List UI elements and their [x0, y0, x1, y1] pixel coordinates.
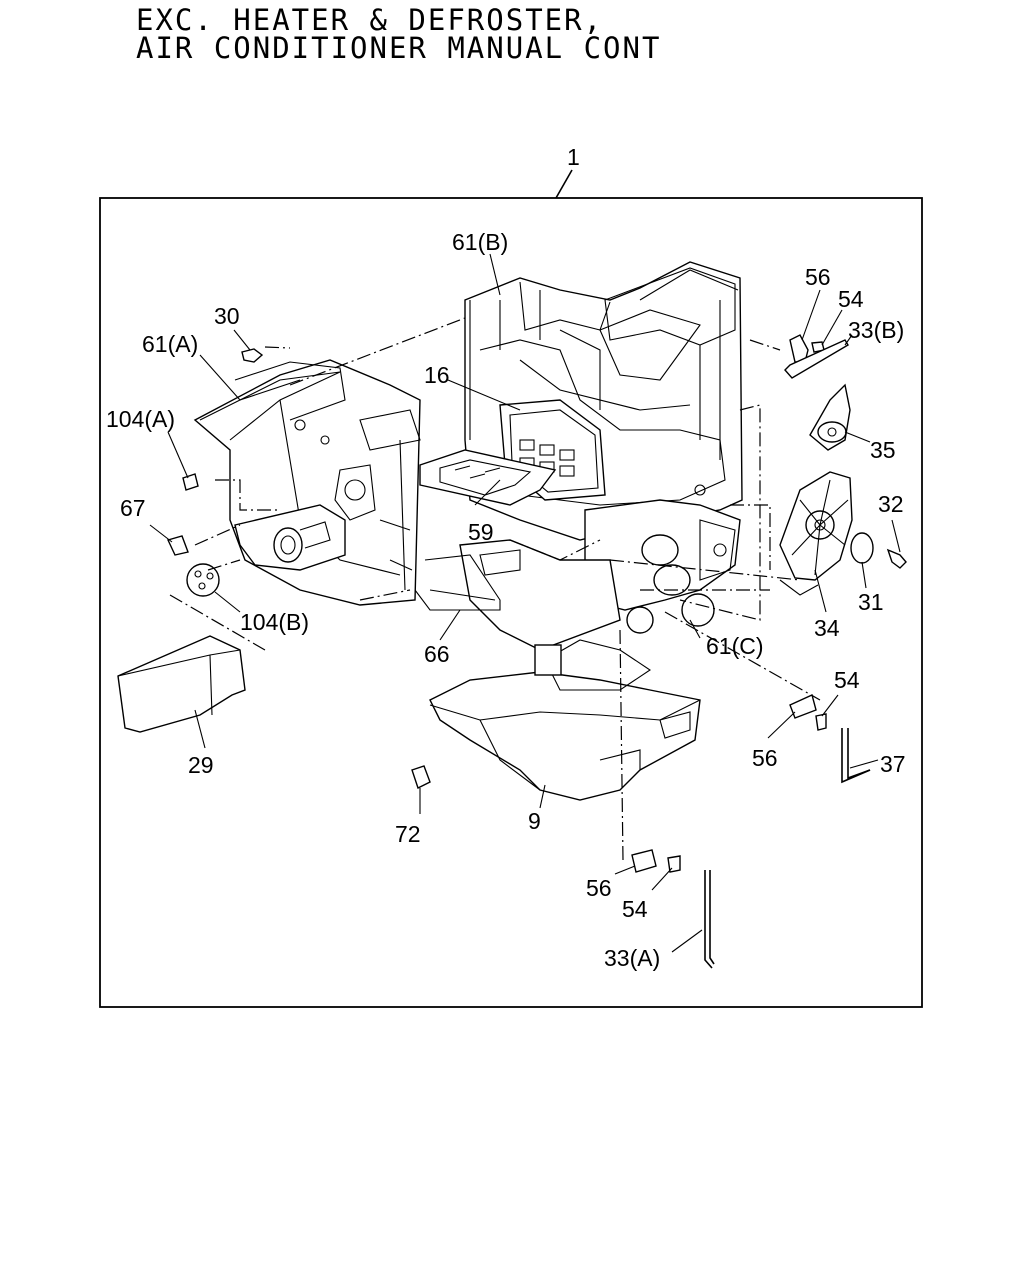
- label-34: 34: [814, 615, 840, 641]
- part-30-screw: [241, 348, 264, 363]
- label-59: 59: [468, 519, 494, 545]
- label-56-top: 56: [805, 264, 831, 290]
- part-37-rod: [841, 728, 871, 784]
- part-56-54-upper: [784, 334, 849, 379]
- label-16: 16: [424, 362, 450, 388]
- label-1: 1: [567, 144, 580, 170]
- label-104a: 104(A): [106, 406, 175, 432]
- label-31: 31: [858, 589, 884, 615]
- label-37: 37: [880, 751, 906, 777]
- part-33a-rod: [704, 870, 715, 969]
- part-56-54-right: [789, 694, 827, 731]
- label-9: 9: [528, 808, 541, 834]
- part-56-54-lower: [631, 849, 681, 873]
- part-104a-bushing: [182, 473, 199, 491]
- leader-lines: [149, 253, 901, 953]
- label-54-bottom: 54: [622, 896, 648, 922]
- part-59-panel: [419, 449, 557, 506]
- part-31-washer: [850, 532, 874, 564]
- assembly-lines: [169, 317, 821, 861]
- label-54-right: 54: [834, 667, 860, 693]
- label-61a: 61(A): [142, 331, 198, 357]
- label-67: 67: [120, 495, 146, 521]
- title-line-1: EXC. HEATER & DEFROSTER,: [136, 3, 604, 37]
- label-61b: 61(B): [452, 229, 508, 255]
- label-61c: 61(C): [706, 633, 764, 659]
- label-104b: 104(B): [240, 609, 309, 635]
- part-9-lower-case: [429, 639, 701, 801]
- part-34-link-wheel: [779, 471, 853, 596]
- title-line-2: AIR CONDITIONER MANUAL CONT: [136, 31, 662, 65]
- callout-labels: 1 61(B) 56 54 33(B) 30 61(A) 16 104(A) 3…: [106, 144, 906, 971]
- diagram-frame: [99, 197, 923, 1008]
- part-right-scroll-case: [584, 499, 741, 634]
- part-66-duct-link: [414, 539, 621, 651]
- diagram-title: EXC. HEATER & DEFROSTER,AIR CONDITIONER …: [136, 3, 662, 65]
- label-32: 32: [878, 491, 904, 517]
- label-29: 29: [188, 752, 214, 778]
- label-72: 72: [395, 821, 421, 847]
- label-35: 35: [870, 437, 896, 463]
- label-33b: 33(B): [848, 317, 904, 343]
- part-actuator-assembly: [234, 504, 346, 571]
- label-56-right: 56: [752, 745, 778, 771]
- part-61a-left-case: [193, 359, 421, 606]
- label-30: 30: [214, 303, 240, 329]
- label-33a: 33(A): [604, 945, 660, 971]
- part-72-clip: [411, 765, 431, 789]
- part-29-cover: [117, 635, 246, 733]
- part-35-lever: [809, 383, 851, 451]
- label-54-top: 54: [838, 286, 864, 312]
- part-104b-motor: [186, 563, 220, 597]
- label-56-bottom: 56: [586, 875, 612, 901]
- part-32-screw: [886, 548, 907, 569]
- part-67-clip: [167, 535, 189, 556]
- label-66: 66: [424, 641, 450, 667]
- leader-1: [555, 169, 573, 199]
